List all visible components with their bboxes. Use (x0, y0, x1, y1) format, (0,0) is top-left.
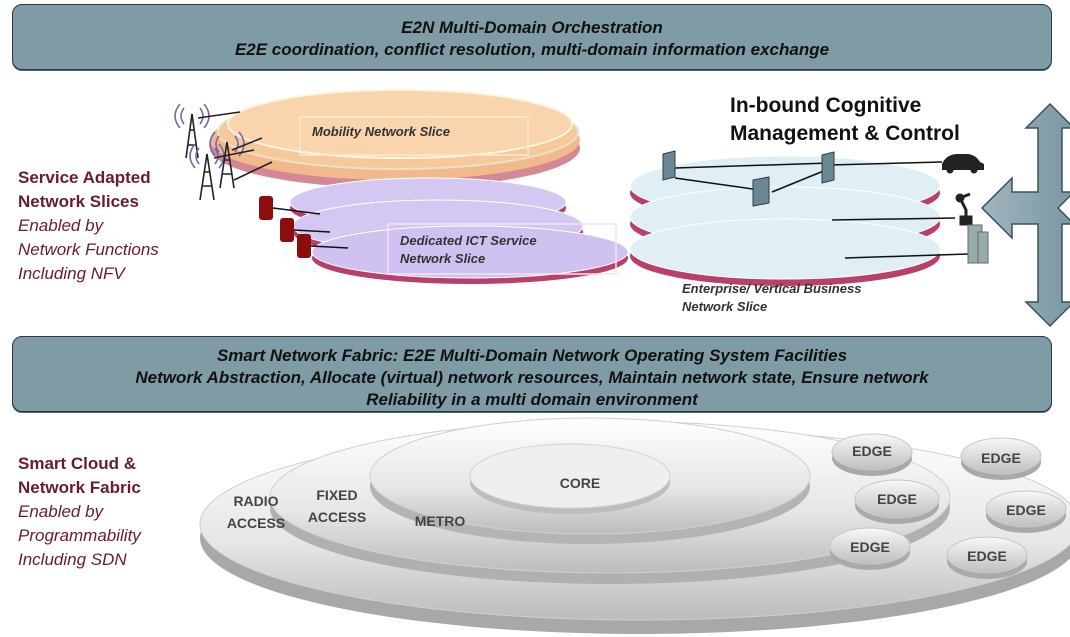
ict-slice-label-line2: Network Slice (400, 251, 486, 266)
cloud-side-caption: Smart Cloud & Network Fabric Enabled by … (18, 452, 141, 572)
control-arrow-shape (980, 102, 1070, 328)
edge-disk (946, 536, 1028, 574)
ict-slice-label: Dedicated ICT Service Network Slice (400, 232, 537, 268)
ict-slice-label-box (387, 223, 617, 275)
server-icon (821, 151, 835, 184)
orchestration-subtitle: E2E coordination, conflict resolution, m… (234, 40, 830, 59)
edge-disk (854, 479, 940, 519)
ring-core (469, 443, 671, 509)
fabric-line3: Reliability in a multi domain environmen… (366, 390, 698, 409)
slices-heading-line2: Network Slices (18, 192, 139, 211)
cell-tower-icons (174, 103, 273, 201)
fixed-access-line2: ACCESS (307, 509, 367, 525)
fabric-title: Smart Network Fabric: E2E Multi-Domain N… (216, 346, 848, 365)
core-label: CORE (559, 475, 601, 491)
radio-access-line1: RADIO (233, 493, 279, 509)
cloud-sub-line1: Enabled by (18, 502, 104, 521)
network-fabric-banner: Smart Network Fabric: E2E Multi-Domain N… (12, 336, 1052, 412)
edge-label: EDGE (981, 450, 1021, 466)
cloud-heading-line2: Network Fabric (18, 478, 141, 497)
slices-heading-line1: Service Adapted (18, 168, 151, 187)
car-icon (942, 154, 984, 174)
cloud-fabric-rings (199, 417, 1070, 634)
orchestration-title: E2N Multi-Domain Orchestration (401, 18, 663, 37)
ict-slice-stack (289, 177, 629, 284)
server-icon (662, 150, 676, 181)
enterprise-slice-label-line1: Enterprise/ Vertical Business (682, 281, 862, 296)
cloud-sub-line3: Including SDN (18, 550, 127, 569)
radio-access-line2: ACCESS (226, 515, 286, 531)
slices-side-caption: Service Adapted Network Slices Enabled b… (18, 166, 159, 286)
metro-label: METRO (414, 513, 466, 529)
building-icon (967, 224, 989, 264)
edge-label: EDGE (1006, 502, 1046, 518)
enterprise-slice-label: Enterprise/ Vertical Business Network Sl… (682, 280, 861, 316)
enterprise-slice-label-line2: Network Slice (682, 299, 768, 314)
edge-disk (960, 437, 1042, 475)
mobility-slice-label-box (299, 116, 529, 156)
fixed-access-line1: FIXED (316, 487, 358, 503)
slices-sub-line3: Including NFV (18, 264, 125, 283)
cognitive-line2: Management & Control (730, 122, 960, 145)
radio-access-label: RADIO ACCESS (216, 490, 296, 534)
edge-disk (985, 490, 1067, 528)
edge-label: EDGE (967, 548, 1007, 564)
slices-sub-line2: Network Functions (18, 240, 159, 259)
enterprise-connections (674, 161, 969, 259)
enterprise-slice-stack (629, 155, 941, 286)
nfv-cylinder-icons (259, 196, 349, 258)
orchestration-banner: E2N Multi-Domain Orchestration E2E coord… (12, 4, 1052, 70)
enterprise-devices (662, 150, 835, 207)
cognitive-management-label: In-bound Cognitive Management & Control (730, 92, 960, 148)
ict-slice-label-line1: Dedicated ICT Service (400, 233, 537, 248)
slices-sub-line1: Enabled by (18, 216, 104, 235)
robot-arm-icon (955, 192, 973, 226)
cognitive-line1: In-bound Cognitive (730, 94, 922, 117)
edge-label: EDGE (852, 443, 892, 459)
mobility-slice-label: Mobility Network Slice (312, 124, 450, 139)
edge-label: EDGE (877, 491, 917, 507)
fabric-line2: Network Abstraction, Allocate (virtual) … (135, 368, 929, 387)
server-icon (752, 176, 770, 207)
cloud-heading-line1: Smart Cloud & (18, 454, 137, 473)
edge-label: EDGE (850, 539, 890, 555)
edge-disks (829, 433, 1067, 579)
mobility-slice-stack (210, 89, 580, 188)
edge-disk (831, 433, 913, 471)
fixed-access-label: FIXED ACCESS (297, 484, 377, 528)
edge-disk (829, 527, 911, 565)
cloud-sub-line2: Programmability (18, 526, 141, 545)
